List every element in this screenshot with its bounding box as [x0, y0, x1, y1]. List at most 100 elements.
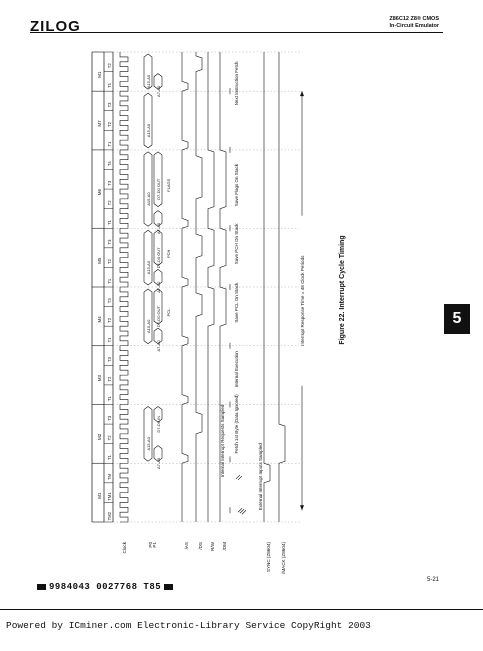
- p1-d7d0-out-m5: [153, 288, 163, 325]
- page-number: 5-21: [426, 577, 439, 583]
- annotation-next-fetch: Next Instruction Fetch: [234, 61, 239, 105]
- tstate-label: T3: [107, 102, 112, 108]
- p1-d7d0-in: [153, 406, 163, 423]
- tstate-label: T2: [107, 200, 112, 206]
- section-tab: 5: [444, 304, 470, 334]
- tstate-label: TM: [107, 474, 112, 481]
- mcycle-label: M1: [97, 492, 102, 499]
- header-title-line1: Z86C12 Z8® CMOS: [389, 16, 439, 22]
- tstate-label: T3: [107, 298, 112, 304]
- tstate-label: TM2: [107, 511, 112, 520]
- tstate-label: T2: [107, 317, 112, 323]
- tstate-label: T1: [107, 82, 112, 88]
- footer-text: Powered by ICminer.com Electronic-Librar…: [6, 620, 371, 631]
- p1-a7a0-m1: [153, 445, 163, 462]
- header-title-line2: In-Circuit Emulator: [389, 23, 439, 29]
- document-header: Z86C12 Z8® CMOS In-Circuit Emulator: [389, 16, 439, 30]
- response-arrow-start: [300, 505, 304, 511]
- tstate-label: T1: [107, 219, 112, 225]
- external-sample-hatch: [237, 508, 247, 515]
- tstate-label: T2: [107, 376, 112, 382]
- tstate-label: T1: [107, 396, 112, 402]
- pch-label: PCH: [166, 250, 171, 259]
- signal-label-rw: R/W: [210, 541, 215, 551]
- footer-rule: [0, 609, 483, 610]
- tstate-label: T1: [107, 141, 112, 147]
- tstate-label: T2: [107, 121, 112, 127]
- p1-a7a0-m7-label: A7-A0: [156, 222, 161, 234]
- dm-waveform: [219, 52, 227, 522]
- p1-d7d0-in-label: D7-D0 IN: [156, 416, 161, 433]
- mcycle-label: M6: [97, 188, 102, 195]
- mcycle-label: M3: [97, 375, 102, 382]
- internal-sample-hatch: [235, 474, 243, 481]
- tstate-label: T3: [107, 356, 112, 362]
- tstate-label: T2: [107, 259, 112, 265]
- response-arrow-end: [300, 91, 304, 97]
- tstate-label: TM1: [107, 492, 112, 501]
- barcode-mark-left: [37, 583, 46, 590]
- rw-waveform: [207, 52, 215, 522]
- zilog-logo: ZILOG: [30, 18, 81, 35]
- mcycle-label: M7: [97, 120, 102, 127]
- mcycle-label: M1: [97, 71, 102, 78]
- tstate-label: T2: [107, 63, 112, 69]
- p0-address-segment: [143, 229, 153, 286]
- response-time-label: Interrupt Response Time = 48 Clock Perio…: [300, 255, 305, 346]
- p1-d7d0-out-m6: [153, 229, 163, 266]
- signal-label-ds: /DS: [198, 542, 203, 550]
- p0-address-segment: [143, 151, 153, 227]
- as-waveform: [181, 52, 189, 522]
- signal-label-mack: /MACK (Z8604): [281, 542, 286, 574]
- tstate-label: T4: [107, 161, 112, 167]
- p1-a7a0-m5-label: A7-A0: [156, 340, 161, 352]
- p1-d7d0-out-m7-label: D7-D0 OUT: [156, 178, 161, 200]
- mcycle-label: M4: [97, 316, 102, 323]
- p1-a7a0-m7: [153, 210, 163, 227]
- p1-a7a0-m5: [153, 327, 163, 345]
- figure-caption: Figure 22. Interrupt Cycle Timing: [339, 235, 346, 344]
- barcode-mark-right: [164, 583, 174, 590]
- tstate-label: T3: [107, 180, 112, 186]
- p1-d7d0-out-m6-label: D7-D0 OUT: [156, 247, 161, 269]
- annotation-external-interrupt: External Interrupt Inputs Sampled: [258, 443, 263, 511]
- p1-a7a0-m6-label: A7-A0: [156, 281, 161, 293]
- p1-a7a0-m6: [153, 269, 163, 286]
- p0-address-segment-label: A15-A0: [146, 260, 151, 274]
- tstate-label: T1: [107, 278, 112, 284]
- annotation-internal-interrupt: Internal Interrupt Requests Sampled: [220, 404, 225, 477]
- signal-label-as: /AS: [184, 542, 189, 549]
- p0-address-segment-label: A15-A0: [146, 319, 151, 333]
- p1-d7d0-out-m7: [153, 151, 163, 208]
- annotation-save-pch: Save PCH On Stack: [234, 223, 239, 265]
- sync-waveform: [263, 52, 271, 522]
- annotation-fetch-first-byte: Fetch 1st Byte (Data Ignored): [234, 394, 239, 454]
- clock-waveform: [119, 52, 129, 523]
- p0-address-segment-label: A15-A0: [146, 123, 151, 137]
- mcycle-label: M2: [97, 433, 102, 440]
- tstate-label: T3: [107, 239, 112, 245]
- annotation-internal-execution: Internal Execution: [234, 351, 239, 388]
- signal-label-p1: P1: [152, 542, 157, 548]
- p0-address-segment: [143, 288, 153, 345]
- mack-waveform: [278, 52, 286, 522]
- barcode: 9984043 0027768 T85: [34, 582, 176, 592]
- p0-address-segment-label: A15-A0: [146, 192, 151, 206]
- p0-address-segment: [143, 406, 153, 462]
- signal-label-sync: SYNC (Z8604): [266, 542, 271, 573]
- p0-address-segment: [143, 92, 153, 149]
- p1-a7a0-next: [153, 73, 163, 90]
- p1-d7d0-out-m5-label: D7-D0 OUT: [156, 305, 161, 327]
- signal-label-clock: Clock: [122, 541, 127, 553]
- flags-label: FLAGS: [166, 178, 171, 191]
- header-rule: [30, 32, 443, 33]
- tstate-label: T1: [107, 337, 112, 343]
- tstate-label: T3: [107, 415, 112, 421]
- annotation-save-flags: Save Flags On Stack: [234, 163, 239, 206]
- p0-address-segment: [143, 53, 153, 90]
- p0-address-segment-label: A15-A0: [146, 436, 151, 450]
- barcode-text: 9984043 0027768 T85: [49, 582, 162, 592]
- p0-address-segment-label: A15-A0: [146, 74, 151, 88]
- ds-waveform: [195, 52, 203, 522]
